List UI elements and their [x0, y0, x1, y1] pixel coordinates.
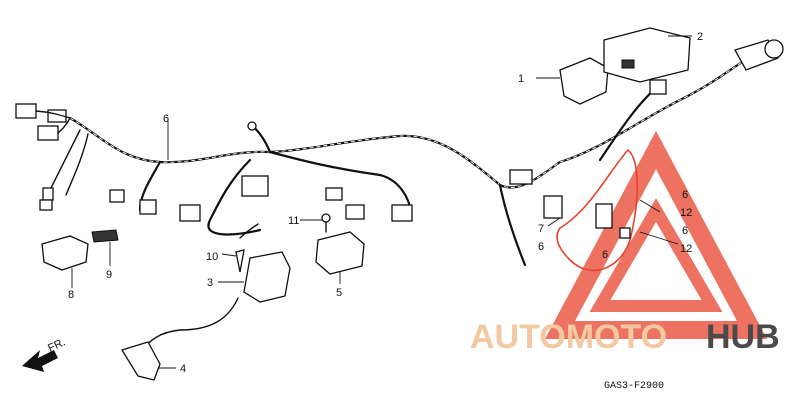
callout-11: 11: [288, 215, 299, 227]
callout-numbers: 1 2 6 3 4 5 8 9 11 10 7 6 6 6 12 6 12: [68, 31, 703, 375]
figure-code: GAS3-F2900: [604, 381, 664, 392]
front-arrow-label: FR.: [46, 336, 67, 354]
part-5-regulator: [315, 231, 365, 275]
callout-8: 8: [68, 289, 74, 301]
callout-6-right-d: 6: [682, 225, 688, 237]
top-right-ignition-coil: [734, 39, 784, 71]
watermark-text: AUTOMOTO HUB: [470, 318, 780, 356]
callout-6-main: 6: [163, 113, 169, 125]
watermark-triangle: [545, 130, 767, 339]
callout-1: 1: [518, 73, 524, 85]
part-11-bolt: [321, 213, 331, 233]
left-connectors: [15, 103, 257, 222]
red-subharness: [543, 148, 639, 272]
callout-4: 4: [180, 363, 186, 375]
callout-6-right-b: 6: [602, 249, 608, 261]
front-direction-arrow: FR.: [22, 336, 67, 372]
part-9-band: [91, 229, 119, 243]
part-2-cdi-unit: [603, 27, 691, 95]
main-wire-harness: [68, 58, 747, 267]
middle-connectors: [239, 169, 533, 239]
leader-lines: [71, 35, 692, 369]
callout-12-a: 12: [680, 207, 692, 219]
part-3-ignition-coil: [139, 251, 291, 353]
callout-6-right-c: 6: [682, 189, 688, 201]
callout-7: 7: [538, 223, 544, 235]
callout-10: 10: [206, 251, 218, 263]
callout-6-right-a: 6: [538, 241, 544, 253]
part-8-cover: [41, 235, 89, 271]
callout-2: 2: [697, 31, 703, 43]
callout-3: 3: [207, 277, 213, 289]
part-10-bolt: [235, 249, 245, 273]
watermark-part1: AUTOMOTO: [470, 318, 667, 356]
part-1-bracket: [559, 57, 609, 105]
callout-9: 9: [106, 269, 112, 281]
watermark-part2: HUB: [706, 318, 780, 356]
callout-12-b: 12: [680, 243, 692, 255]
part-4-spark-plug-cap: [121, 341, 161, 381]
callout-5: 5: [336, 287, 342, 299]
